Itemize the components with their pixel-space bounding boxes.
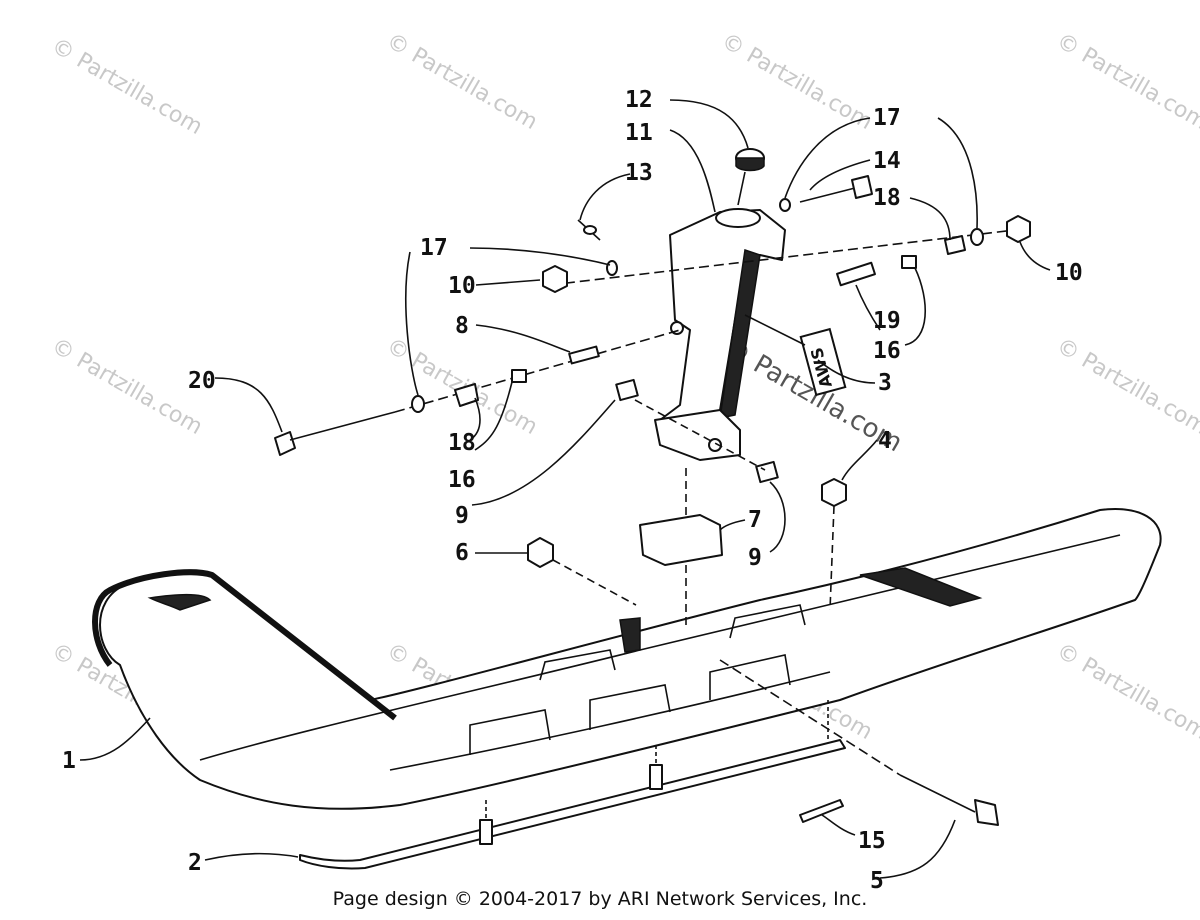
- hardware: [274, 175, 1031, 826]
- callout-10-right: 10: [1055, 260, 1083, 286]
- callouts: 1 2 3 4 5 6 7 8 9 9 10 10 11 12 13 14 15…: [62, 87, 1083, 894]
- callout-4: 4: [878, 428, 892, 454]
- wear-rod-stud: [649, 764, 663, 790]
- callout-9-right: 9: [748, 545, 762, 571]
- callout-17-left: 17: [420, 235, 448, 261]
- callout-18-left: 18: [448, 430, 476, 456]
- watermark: © Partzilla.com: [1052, 29, 1200, 136]
- callout-3: 3: [878, 370, 892, 396]
- callout-20: 20: [188, 368, 216, 394]
- watermark: © Partzilla.com: [1052, 334, 1200, 441]
- callout-16-right: 16: [873, 338, 901, 364]
- callout-2: 2: [188, 850, 202, 876]
- callout-16-left: 16: [448, 467, 476, 493]
- watermark: © Partzilla.com: [382, 29, 542, 136]
- callout-12: 12: [625, 87, 653, 113]
- callout-15: 15: [858, 828, 886, 854]
- watermark: © Partzilla.com: [47, 334, 207, 441]
- spindle: [654, 208, 786, 461]
- page-footer: Page design © 2004-2017 by ARI Network S…: [332, 888, 868, 910]
- watermark: © Partzilla.com: [717, 29, 877, 136]
- callout-18-right: 18: [873, 185, 901, 211]
- callout-9-left: 9: [455, 503, 469, 529]
- leader-lines: [79, 99, 1051, 879]
- callout-6: 6: [455, 540, 469, 566]
- callout-8: 8: [455, 313, 469, 339]
- watermark: © Partzilla.com: [1052, 639, 1200, 746]
- ski: [92, 508, 1162, 810]
- callout-13: 13: [625, 160, 653, 186]
- callout-5: 5: [870, 868, 884, 894]
- wear-rod: [299, 700, 846, 870]
- callout-10-left: 10: [448, 273, 476, 299]
- wear-rod-stud: [479, 819, 493, 845]
- callout-14: 14: [873, 148, 901, 174]
- callout-1: 1: [62, 748, 76, 774]
- watermark: © Partzilla.com: [382, 334, 542, 441]
- cap: [735, 148, 765, 206]
- callout-17-right: 17: [873, 105, 901, 131]
- callout-7: 7: [748, 507, 762, 533]
- callout-19: 19: [873, 308, 901, 334]
- watermark: © Partzilla.com: [47, 34, 207, 141]
- spindle-bolt-hole: [708, 438, 722, 452]
- callout-11: 11: [625, 120, 653, 146]
